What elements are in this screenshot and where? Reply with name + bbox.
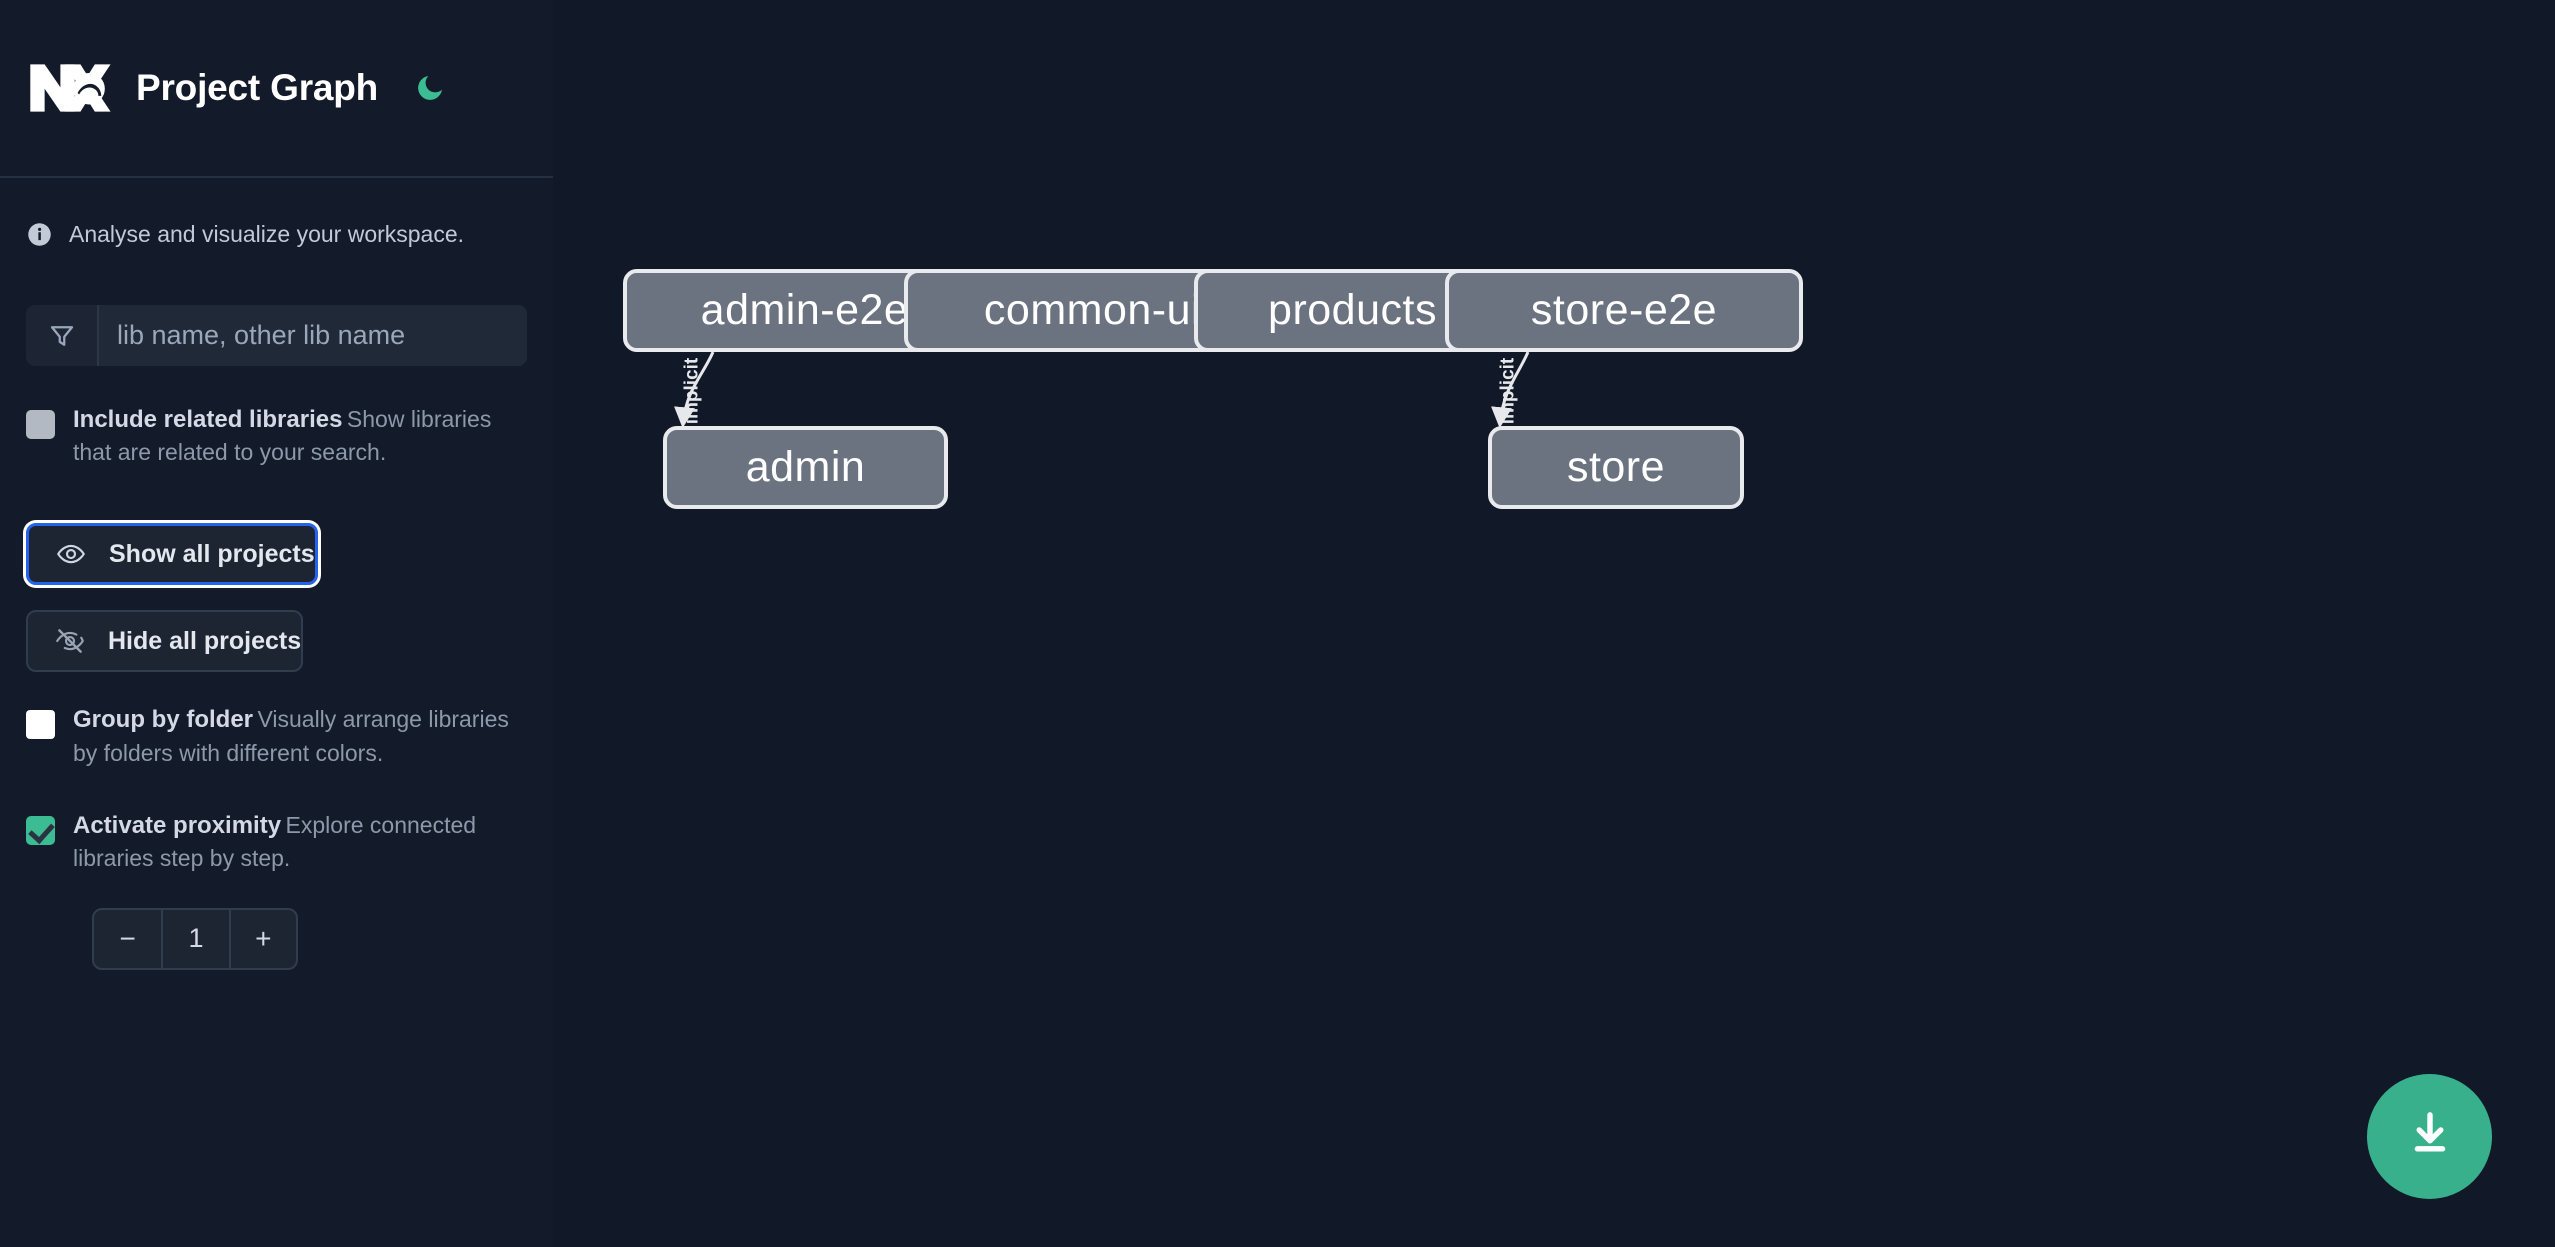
- nx-logo-icon: [26, 60, 112, 116]
- sidebar-body: Analyse and visualize your workspace. In…: [0, 178, 553, 970]
- funnel-icon: [26, 305, 99, 366]
- checkbox-label-group-by-folder: Group by folder: [73, 706, 253, 734]
- moon-icon[interactable]: [410, 68, 450, 108]
- checkbox-desc-activate-proximity: Explore connected libraries step by step…: [73, 811, 477, 871]
- info-icon: [26, 221, 53, 248]
- filter-input-group[interactable]: [26, 305, 527, 366]
- checkbox-label-include-related-libraries: Include related libraries: [73, 406, 343, 433]
- graph-node-label: common-ui: [983, 286, 1202, 334]
- graph-edges-layer: [674, 351, 1530, 429]
- proximity-value: 1: [161, 909, 228, 968]
- eye-icon: [55, 538, 87, 570]
- download-image-button[interactable]: [2367, 1074, 2492, 1199]
- edge-store-e2e-store: [1491, 351, 1530, 429]
- edge-label-admin-e2e-admin: implicit: [681, 357, 703, 425]
- checkbox-group-by-folder[interactable]: [26, 710, 55, 740]
- workspace-note: Analyse and visualize your workspace.: [26, 178, 527, 256]
- graph-node-label: store-e2e: [1530, 286, 1718, 334]
- proximity-decrement-button[interactable]: −: [119, 922, 136, 954]
- graph-node-store[interactable]: store: [1488, 426, 1744, 509]
- search-input[interactable]: [99, 305, 527, 366]
- checkbox-desc-group-by-folder: Visually arrange libraries by folders wi…: [73, 706, 509, 766]
- show-all-projects-label: Show all projects: [109, 539, 315, 568]
- graph-node-label: admin: [745, 443, 866, 491]
- graph-node-label: admin-e2e: [700, 286, 909, 334]
- checkbox-row-activate-proximity[interactable]: Activate proximity Explore connected lib…: [26, 809, 527, 875]
- graph-node-label: products: [1268, 286, 1437, 334]
- checkbox-activate-proximity[interactable]: [26, 815, 55, 845]
- show-all-projects-button[interactable]: Show all projects: [26, 523, 318, 586]
- checkbox-row-group-by-folder[interactable]: Group by folder Visually arrange librari…: [26, 703, 527, 769]
- page-title: Project Graph: [136, 67, 379, 108]
- sidebar: Project Graph Analyse and visualize your…: [0, 0, 553, 1247]
- graph-node-admin[interactable]: admin: [663, 426, 948, 509]
- checkbox-desc-include-related-libraries: Show libraries that are related to your …: [73, 406, 492, 466]
- proximity-stepper[interactable]: − 1 +: [92, 907, 298, 970]
- graph-node-label: store: [1566, 443, 1666, 491]
- proximity-increment-button[interactable]: +: [228, 909, 296, 968]
- checkbox-label-activate-proximity: Activate proximity: [73, 811, 282, 839]
- eye-off-icon: [54, 625, 86, 657]
- edge-admin-e2e-admin: [674, 351, 715, 429]
- graph-canvas[interactable]: admin-e2e common-ui products store-e2e a…: [553, 0, 2555, 1247]
- hide-all-projects-label: Hide all projects: [108, 626, 302, 655]
- hide-all-projects-button[interactable]: Hide all projects: [26, 610, 304, 673]
- checkbox-row-include-related-libraries[interactable]: Include related libraries Show libraries…: [26, 403, 527, 469]
- checkbox-include-related-libraries[interactable]: [26, 410, 55, 439]
- graph-node-store-e2e[interactable]: store-e2e: [1445, 269, 1803, 352]
- sidebar-header: Project Graph: [0, 0, 553, 178]
- edge-label-store-e2e-store: implicit: [1497, 357, 1519, 425]
- workspace-note-text: Analyse and visualize your workspace.: [69, 221, 465, 247]
- download-icon: [2403, 1107, 2457, 1166]
